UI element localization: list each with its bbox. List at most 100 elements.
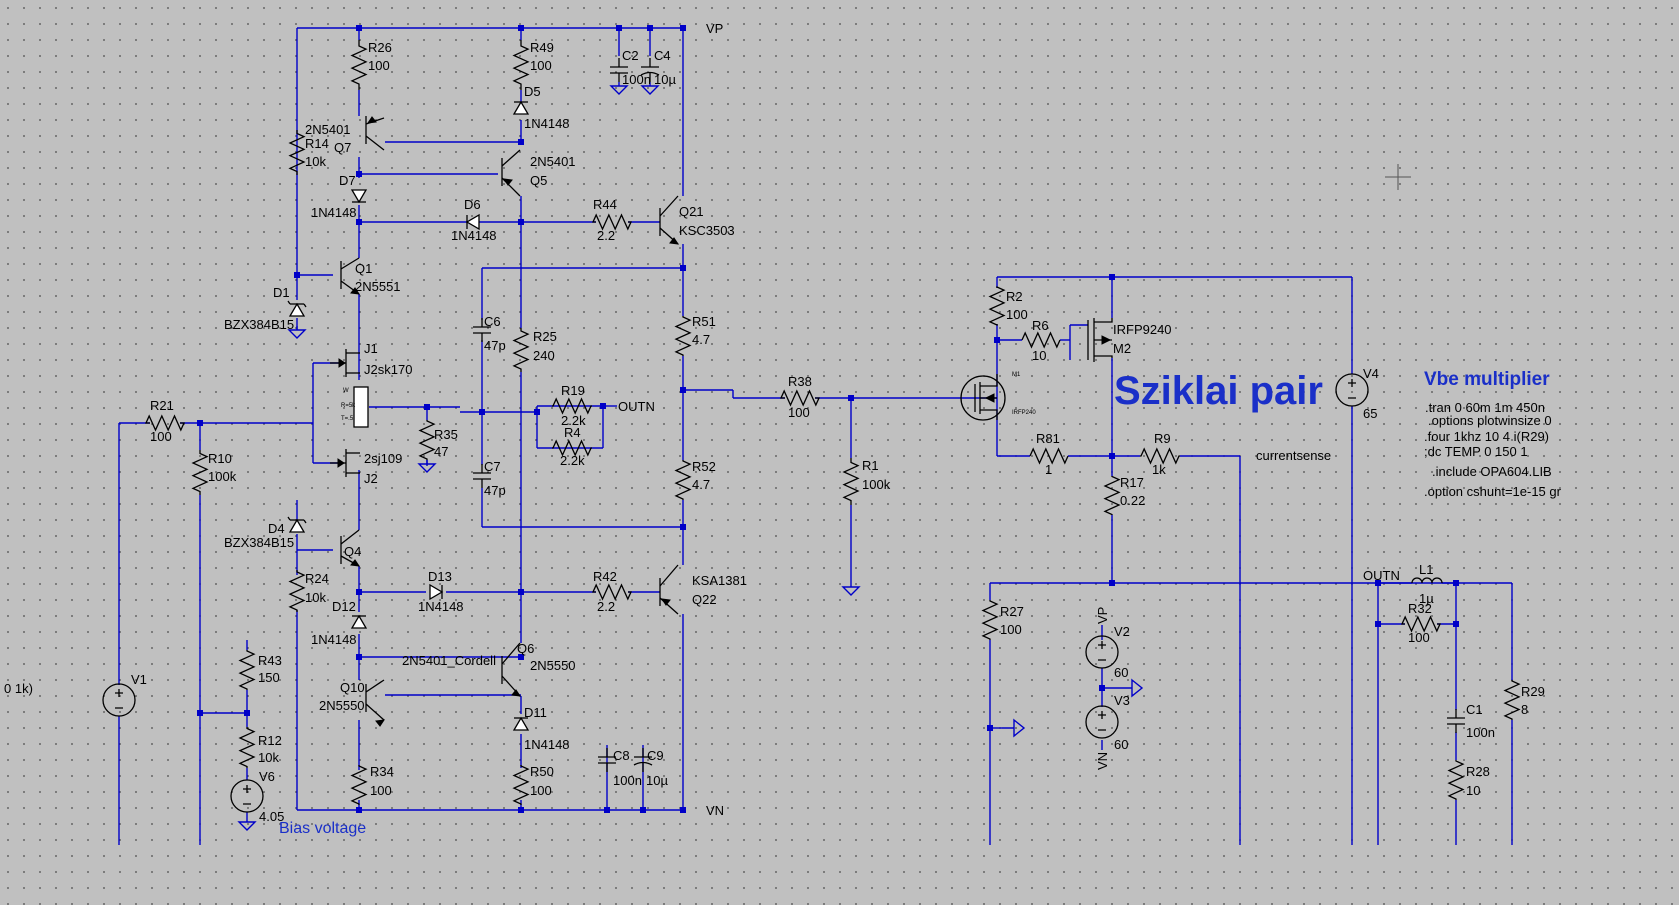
capacitor-c2[interactable] <box>610 58 628 82</box>
junction <box>1375 621 1381 627</box>
resistor-r38[interactable] <box>779 389 821 407</box>
label-r51-value: 4.7 <box>692 332 710 347</box>
capacitor-c7[interactable] <box>473 464 491 488</box>
resistor-r25[interactable] <box>512 328 530 372</box>
label-d5-value: 1N4148 <box>524 116 570 131</box>
label-r27-name: R27 <box>1000 604 1024 619</box>
label-r44-name: R44 <box>593 197 617 212</box>
label-q7-value: 2N5401 <box>305 122 351 137</box>
resistor-r42[interactable] <box>591 583 633 601</box>
label-r14-value: 10k <box>305 154 326 169</box>
resistor-r12[interactable] <box>238 727 256 768</box>
label-c8-name: C8 <box>613 748 630 763</box>
inductor-l1[interactable] <box>1411 577 1443 584</box>
resistor-r21[interactable] <box>144 414 186 432</box>
diode-d4[interactable] <box>287 516 307 533</box>
label-r42-name: R42 <box>593 569 617 584</box>
potentiometer-block[interactable]: WR=5kT=.5 <box>341 386 369 428</box>
resistor-r24[interactable] <box>288 570 306 612</box>
label-d6-name: D6 <box>464 197 481 212</box>
label-v6-name: V6 <box>259 769 275 784</box>
label-r28-name: R28 <box>1466 764 1490 779</box>
resistor-r17[interactable] <box>1103 475 1121 516</box>
transistor-q1[interactable] <box>340 257 361 295</box>
label-c2-name: C2 <box>622 48 639 63</box>
source-v1[interactable] <box>102 683 136 717</box>
resistor-r1[interactable] <box>842 458 860 505</box>
net-flag <box>1120 678 1144 698</box>
resistor-r51[interactable] <box>674 316 692 356</box>
resistor-r9[interactable] <box>1140 447 1180 465</box>
label-r2-value: 100 <box>1006 307 1028 322</box>
label-c1-name: C1 <box>1466 702 1483 717</box>
resistor-r6[interactable] <box>1021 331 1061 349</box>
junction <box>518 219 524 225</box>
label-q22-name: Q22 <box>692 592 717 607</box>
transistor-q22[interactable] <box>659 564 679 615</box>
source-v6[interactable] <box>230 779 264 813</box>
resistor-r52[interactable] <box>674 460 692 500</box>
transistor-q5[interactable] <box>501 149 521 197</box>
resistor-r27[interactable] <box>981 600 999 640</box>
resistor-r19[interactable] <box>552 397 592 415</box>
resistor-r81[interactable] <box>1029 447 1069 465</box>
resistor-r26[interactable] <box>350 40 368 90</box>
transistor-q21[interactable] <box>659 195 680 245</box>
jfet-j1[interactable] <box>330 349 360 377</box>
resistor-r28[interactable] <box>1447 760 1465 800</box>
source-v2[interactable] <box>1085 635 1119 669</box>
label-r42-value: 2.2 <box>597 599 615 614</box>
resistor-r49[interactable] <box>512 40 530 90</box>
resistor-r34[interactable] <box>350 765 368 805</box>
mosfet-m2[interactable] <box>1087 318 1113 362</box>
label-r49-value: 100 <box>530 58 552 73</box>
diode-d5[interactable] <box>512 100 530 115</box>
ground <box>237 818 257 831</box>
diode-d7[interactable] <box>350 189 368 204</box>
label-v4-value: 65 <box>1363 406 1377 421</box>
transistor-q7[interactable] <box>365 116 385 151</box>
capacitor-c8[interactable] <box>598 748 616 772</box>
source-v4[interactable] <box>1335 373 1369 407</box>
junction <box>294 272 300 278</box>
junction <box>356 171 362 177</box>
capacitor-c4[interactable] <box>640 58 660 82</box>
capacitor-c1[interactable] <box>1447 709 1465 733</box>
label-r9-value: 1k <box>1152 462 1166 477</box>
label-r52-name: R52 <box>692 459 716 474</box>
diode-d12[interactable] <box>350 614 368 629</box>
transistor-q10[interactable] <box>365 679 386 727</box>
resistor-r10[interactable] <box>191 450 209 495</box>
label-j1-value: J2sk170 <box>364 362 412 377</box>
label-r35-name: R35 <box>434 427 458 442</box>
net-flag <box>1002 718 1026 738</box>
diode-d11[interactable] <box>512 716 530 731</box>
resistor-r4[interactable] <box>552 439 592 457</box>
capacitor-c9[interactable] <box>633 748 653 772</box>
label-d13-name: D13 <box>428 569 452 584</box>
resistor-r32[interactable] <box>1400 615 1442 633</box>
resistor-r43[interactable] <box>238 650 256 690</box>
resistor-r50[interactable] <box>512 765 530 805</box>
source-v3[interactable] <box>1085 705 1119 739</box>
svg-text:W: W <box>343 388 349 394</box>
capacitor-c6[interactable] <box>473 318 491 342</box>
resistor-r35[interactable] <box>418 420 436 460</box>
resistor-r29[interactable] <box>1503 680 1521 720</box>
label-v3-value: 60 <box>1114 737 1128 752</box>
transistor-q6[interactable] <box>501 642 522 697</box>
diode-d13[interactable] <box>429 583 444 601</box>
jfet-j2[interactable] <box>330 449 360 477</box>
resistor-r14[interactable] <box>288 130 306 175</box>
resistor-r2[interactable] <box>988 285 1006 327</box>
diode-d1[interactable] <box>287 300 307 317</box>
resistor-r44[interactable] <box>591 213 633 231</box>
transistor-q4[interactable] <box>340 529 361 567</box>
label-v2-name: V2 <box>1114 624 1130 639</box>
label-q6-name: Q6 <box>517 641 534 656</box>
diode-d6[interactable] <box>465 213 480 231</box>
junction <box>1109 580 1115 586</box>
label-r38-value: 100 <box>788 405 810 420</box>
